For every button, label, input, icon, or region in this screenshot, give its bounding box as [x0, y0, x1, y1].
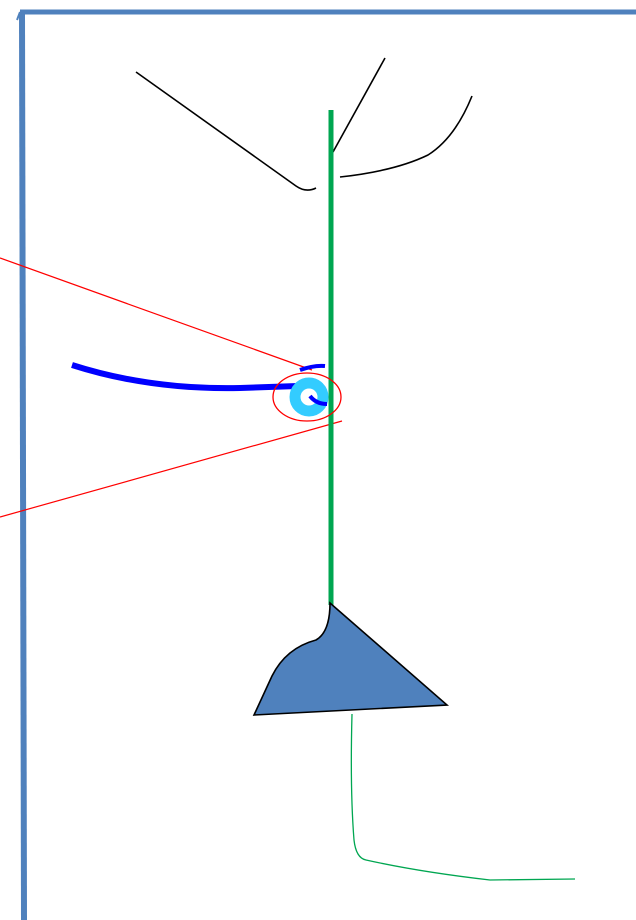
branch-right-stroke [339, 95, 473, 178]
branch-left-stroke [135, 71, 317, 191]
blue-hook [299, 363, 328, 406]
blue-cable [71, 362, 299, 392]
green-trailing-line [350, 713, 576, 881]
callout-upper-line [0, 257, 313, 371]
cyan-ring [289, 377, 329, 417]
callout-lower-line [0, 420, 343, 518]
branch-center-stroke [332, 57, 386, 153]
frame-left-border [19, 11, 27, 920]
blue-base-shape [252, 601, 450, 716]
highlight-ellipse [272, 372, 342, 422]
